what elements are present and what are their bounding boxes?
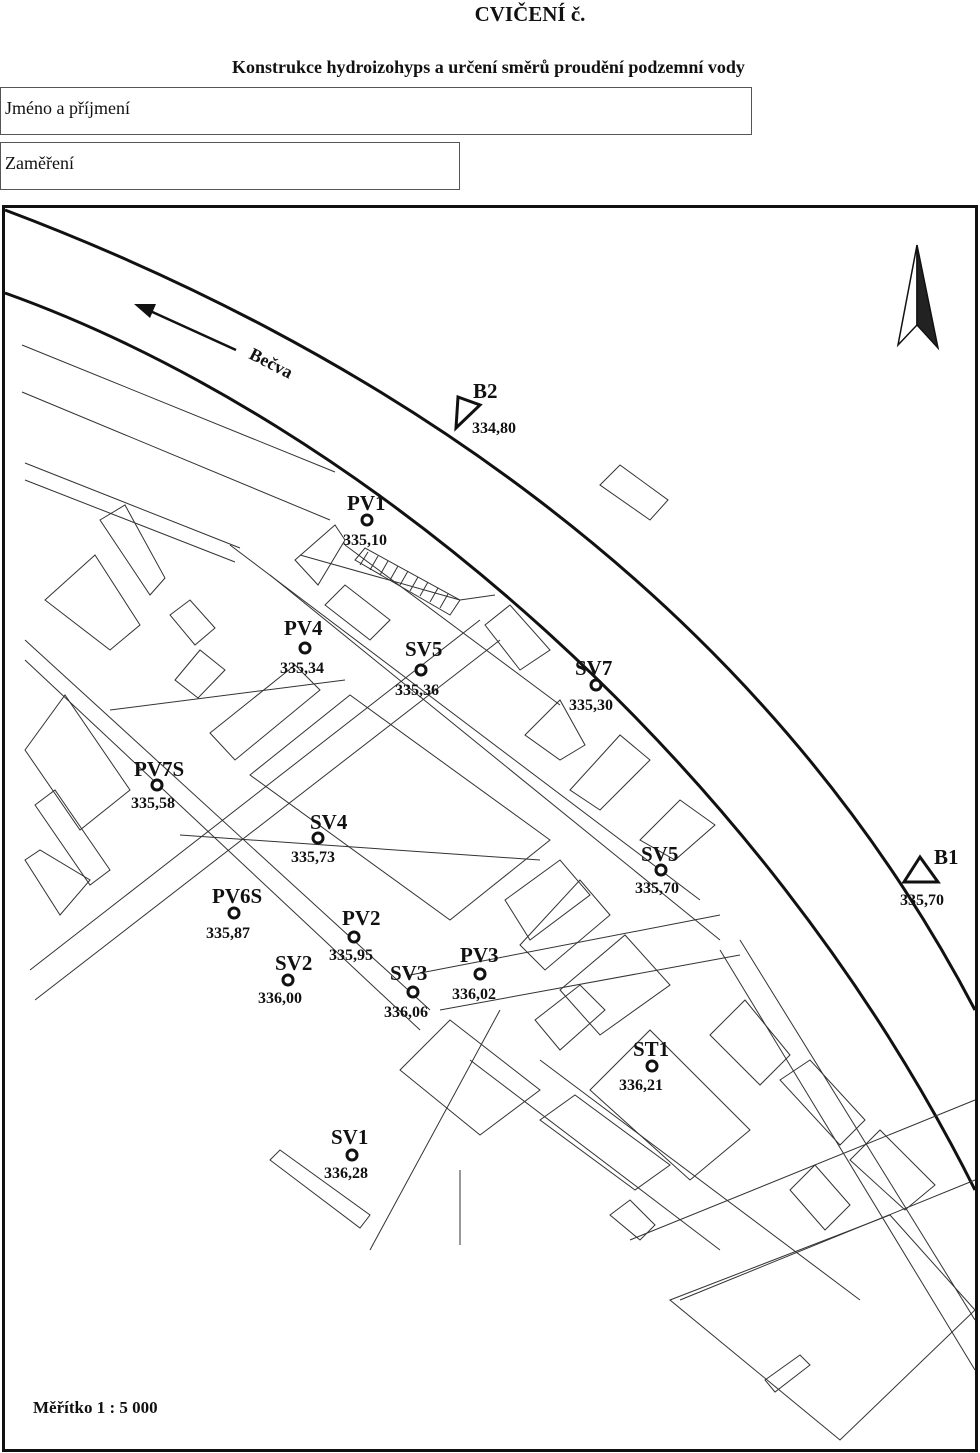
well-circle-icon (345, 1148, 359, 1162)
well-circle-icon (150, 778, 164, 792)
page-subtitle: Konstrukce hydroizohyps a určení směrů p… (232, 57, 745, 77)
river-bank-north (4, 208, 977, 1011)
gauge-name: B2 (473, 379, 498, 403)
map-frame (2, 205, 978, 1452)
well-value: 335,36 (395, 682, 439, 699)
name-field-label: Jméno a příjmení (5, 98, 130, 118)
buildings (24, 464, 976, 1441)
well-value: 335,95 (329, 947, 373, 964)
well-value: 335,58 (131, 795, 175, 812)
well-name: PV4 (284, 616, 323, 640)
well-value: 336,21 (619, 1077, 663, 1094)
flow-direction-arrow (134, 304, 237, 352)
street-network (21, 344, 976, 1371)
well: PV6S 335,87 (206, 884, 262, 942)
well-circle-icon (406, 985, 420, 999)
well: SV1 336,28 (324, 1125, 368, 1182)
well-name: SV5 (405, 637, 442, 661)
river-gauge: B2 334,80 (454, 379, 516, 437)
well-value: 335,30 (569, 697, 613, 714)
gauge-name: B1 (934, 845, 959, 869)
gauge-value: 335,70 (900, 892, 944, 909)
specialization-field-label: Zaměření (5, 153, 74, 173)
well-circle-icon (589, 678, 603, 692)
well-value: 336,02 (452, 986, 496, 1003)
well-name: SV4 (310, 810, 348, 834)
well-name: SV1 (331, 1125, 368, 1149)
well: SV4 335,73 (291, 810, 348, 866)
well-circle-icon (311, 831, 325, 845)
well: PV1 335,10 (343, 491, 387, 549)
well: SV2 336,00 (258, 951, 312, 1007)
river (4, 208, 977, 1191)
north-arrow-icon (896, 244, 940, 351)
well-name: SV3 (390, 961, 427, 985)
well-circle-icon (654, 863, 668, 877)
well-circle-icon (281, 973, 295, 987)
river-label: Bečva (246, 344, 296, 383)
well-value: 335,73 (291, 849, 335, 866)
hatched-structure (354, 547, 461, 616)
gauge-value: 334,80 (472, 420, 516, 437)
river-bank-south (4, 291, 977, 1191)
well-circle-icon (473, 967, 487, 981)
well-circle-icon (645, 1059, 659, 1073)
gauge-triangle-icon (901, 854, 941, 884)
specialization-field[interactable]: Zaměření (0, 142, 460, 190)
well-value: 335,34 (280, 660, 324, 677)
well: SV5 335,36 (395, 637, 442, 699)
well-name: PV7S (134, 757, 184, 781)
well-name: PV3 (460, 943, 499, 967)
well-name: SV5 (641, 842, 678, 866)
well-circle-icon (298, 641, 312, 655)
well-name: ST1 (633, 1037, 669, 1061)
well: SV3 336,06 (384, 961, 428, 1021)
well-value: 336,28 (324, 1165, 368, 1182)
page-title: CVIČENÍ č. (474, 2, 586, 26)
well-name: SV2 (275, 951, 312, 975)
well-value: 336,06 (384, 1004, 428, 1021)
well: PV2 335,95 (329, 906, 381, 964)
river-gauge: B1 335,70 (900, 845, 959, 909)
well-name: PV2 (342, 906, 381, 930)
well: SV5 335,70 (635, 842, 679, 897)
well-value: 335,70 (635, 880, 679, 897)
well-name: SV7 (575, 656, 612, 680)
well-circle-icon (360, 513, 374, 527)
well: SV7 335,30 (569, 656, 613, 714)
well: ST1 336,21 (619, 1037, 669, 1094)
well-value: 335,10 (343, 532, 387, 549)
scale-label: Měřítko 1 : 5 000 (33, 1398, 158, 1417)
well-value: 336,00 (258, 990, 302, 1007)
well: PV3 336,02 (452, 943, 499, 1003)
well-circle-icon (414, 663, 428, 677)
well-name: PV1 (347, 491, 386, 515)
well: PV4 335,34 (280, 616, 324, 677)
gauge-triangle-icon (454, 394, 483, 432)
name-field[interactable]: Jméno a příjmení (0, 87, 752, 135)
well-circle-icon (227, 906, 241, 920)
well: PV7S 335,58 (131, 757, 184, 812)
well-name: PV6S (212, 884, 262, 908)
well-circle-icon (347, 930, 361, 944)
well-value: 335,87 (206, 925, 250, 942)
